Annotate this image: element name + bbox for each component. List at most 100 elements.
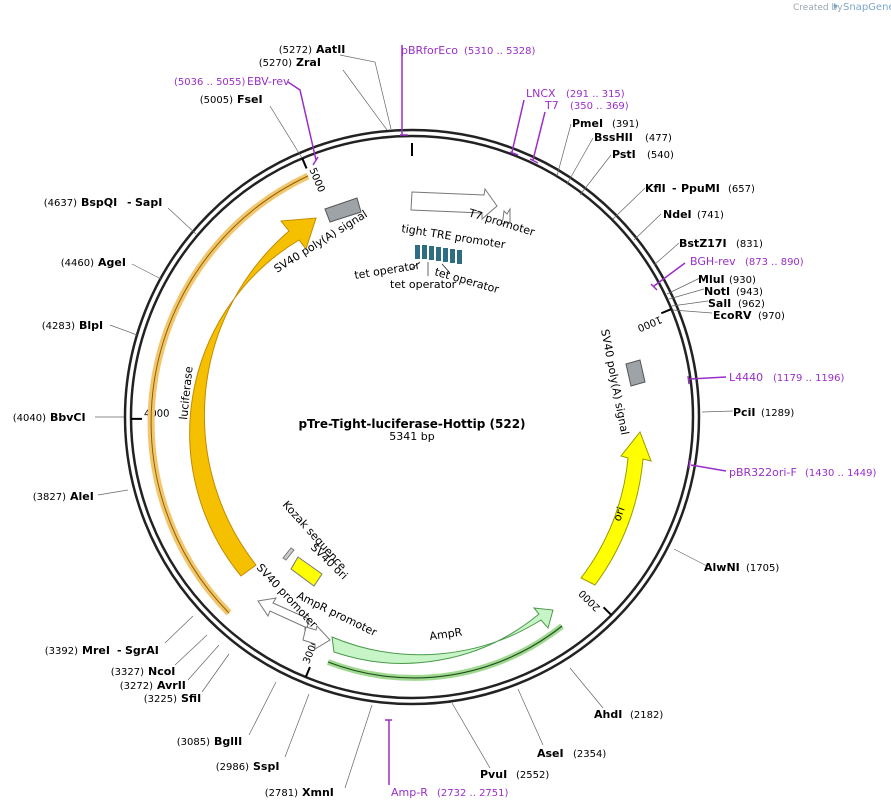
- site-name-ecorv: EcoRV: [713, 309, 752, 322]
- primer-name-pbrforeco: pBRforEco: [401, 44, 458, 57]
- primer-range-t7: (350 .. 369): [570, 101, 629, 112]
- leader-xmni: [344, 704, 373, 789]
- backbone-inner: [129, 134, 695, 700]
- site-name-bbvci: BbvCI: [50, 411, 86, 424]
- backbone: [123, 128, 701, 706]
- primer-range-bgh-rev: (873 .. 890): [745, 257, 804, 268]
- site-labels: (5272) AatII (5270) ZraI (5005) FseI (46…: [13, 43, 795, 799]
- site-name-agei: AgeI: [98, 256, 126, 269]
- site-pos-mrei: (3392): [45, 646, 78, 657]
- site-pos-bglii: (3085): [177, 737, 210, 748]
- site-pos-ahdi: (2182): [630, 710, 663, 721]
- site-name-kfli: KflI: [645, 182, 666, 195]
- luciferase-arrow: [189, 217, 317, 577]
- t7-promoter-arrow: [500, 207, 511, 225]
- site-name-ndei: NdeI: [663, 208, 692, 221]
- leader-sspi: [284, 693, 310, 758]
- ori-label: ori: [611, 505, 628, 523]
- plasmid-length: 5341 bp: [389, 430, 434, 443]
- tet-operator-box: [415, 245, 420, 259]
- marker-l4440-bar: [687, 375, 690, 385]
- primer-range-l4440: (1179 .. 1196): [773, 373, 845, 384]
- site-name-alei: AleI: [70, 490, 94, 503]
- luciferase-strand-line: [150, 175, 309, 614]
- brand-name: SnapGene: [843, 2, 891, 13]
- site-pos-fsei: (5005): [200, 95, 233, 106]
- ampr-promoter-arrow: [302, 624, 331, 650]
- marker-lncx: [511, 99, 525, 153]
- site-name-pmei: PmeI: [572, 117, 603, 130]
- primer-range-ebv-rev: (5036 .. 5055): [174, 77, 246, 88]
- leader-avrii: [187, 644, 220, 681]
- tick-label: 4000: [144, 409, 170, 420]
- tet-operator-box: [429, 246, 434, 260]
- primer-name-ebv-rev: EBV-rev: [247, 75, 290, 88]
- tick-mark: [304, 666, 311, 678]
- primer-name-amp-r: Amp-R: [391, 786, 428, 799]
- snapgene-logo-icon: [834, 3, 838, 9]
- leader-bsshii: [566, 137, 594, 185]
- leader-bstz17i: [653, 242, 680, 266]
- sv40-polya-box-1: [324, 197, 362, 223]
- site-pos-aatii: (5272): [279, 45, 312, 56]
- primer-labels: pBRforEco (5310 .. 5328) (5036 .. 5055) …: [174, 44, 877, 799]
- leader-pcii: [701, 410, 734, 413]
- leader-aatii: [339, 54, 392, 130]
- primer-name-t7: T7: [544, 99, 559, 112]
- tet-operator-box: [457, 250, 462, 264]
- site-name-ncoi: NcoI: [148, 665, 175, 678]
- site-pos-noti: (943): [736, 287, 763, 298]
- brand-created-by: Created by: [793, 3, 843, 13]
- site-pos-alwni: (1705): [746, 563, 779, 574]
- site-name-fsei: FseI: [237, 93, 263, 106]
- site-pos-pmei: (391): [612, 119, 639, 130]
- sv40-polya-box-2: [625, 359, 646, 387]
- primer-range-amp-r: (2732 .. 2751): [437, 788, 509, 799]
- ampr-strand-line: [327, 625, 563, 679]
- leader-blpi: [109, 324, 138, 336]
- primer-markers: [287, 45, 727, 785]
- site-pos-alei: (3827): [33, 492, 66, 503]
- primer-name-bgh-rev: BGH-rev: [690, 255, 736, 268]
- marker-ebv-rev-bar: [312, 156, 319, 166]
- leader-psti: [579, 154, 612, 196]
- site-name-bsshii: BssHII: [594, 131, 633, 144]
- site-name-sfii: SfiI: [181, 692, 201, 705]
- leader-noti: [668, 288, 705, 300]
- site-name-pcii: PciI: [733, 406, 755, 419]
- site-name-mrei: MreI: [82, 644, 110, 657]
- site-name-mlui: MluI: [698, 273, 725, 286]
- site-pos-sspi: (2986): [216, 762, 249, 773]
- site-pos-asei: (2354): [573, 749, 606, 760]
- site-pos-bspqi: (4637): [44, 198, 77, 209]
- leader-pmei: [556, 123, 572, 177]
- tick-mark: [602, 606, 613, 616]
- site-name2-ppumi: PpuMI: [681, 182, 720, 195]
- leader-ncoi: [174, 634, 208, 666]
- ori-arrow: [580, 430, 652, 586]
- site-pos-sfii: (3225): [144, 694, 177, 705]
- site-name-aatii: AatII: [316, 43, 345, 56]
- leader-alei: [97, 489, 129, 496]
- luciferase-label: luciferase: [177, 365, 196, 420]
- site-name2-sgrai: SgrAI: [125, 644, 159, 657]
- site-pos-sali: (962): [738, 299, 765, 310]
- site-name-pvui: PvuI: [480, 768, 507, 781]
- tick-label: 1000: [636, 313, 664, 333]
- leader-ahdi: [569, 667, 604, 709]
- site-pos-mlui: (930): [729, 275, 756, 286]
- tet-operator-box: [450, 249, 455, 263]
- site-pos-ndei: (741): [697, 210, 724, 221]
- marker-pbr322ori-f-bar: [688, 459, 691, 469]
- tet-operator-boxes: [415, 245, 462, 264]
- primer-name-l4440: L4440: [729, 371, 763, 384]
- site-name-avrii: AvrII: [157, 679, 186, 692]
- sv40-ori-box: [290, 556, 323, 587]
- site-pos-blpi: (4283): [42, 321, 75, 332]
- sv40-polya-label-2: SV40 poly(A) signal: [598, 328, 631, 436]
- site-pos-bstz17i: (831): [736, 239, 763, 250]
- tet-operator-label-2: tet operator: [390, 278, 457, 291]
- tet-operator-leader: [409, 261, 421, 271]
- site-name-sspi: SspI: [253, 760, 279, 773]
